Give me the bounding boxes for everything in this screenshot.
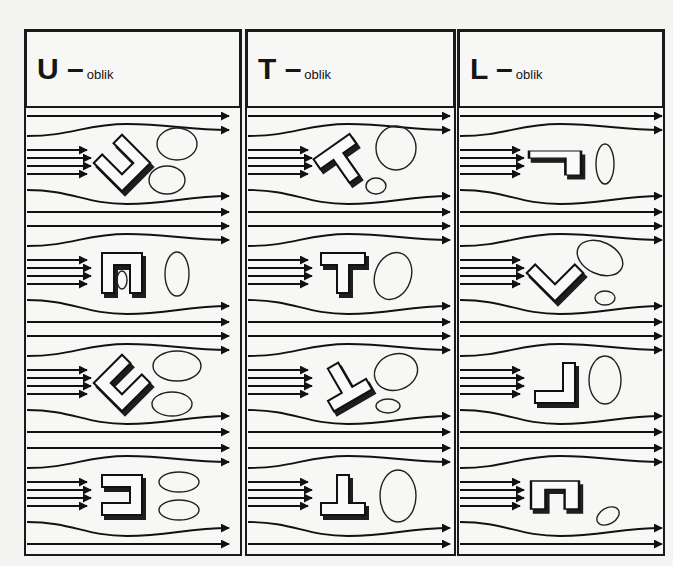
shape-label: oblik: [87, 67, 114, 82]
header-box: L –oblik: [458, 30, 664, 108]
shape-label: oblik: [304, 67, 331, 82]
header-box: U –oblik: [25, 30, 241, 108]
shape-letter: T –: [258, 54, 301, 84]
shape-label: oblik: [516, 67, 543, 82]
shape-letter: L –: [470, 54, 513, 84]
shape-letter: U –: [37, 54, 84, 84]
header-box: T –oblik: [246, 30, 455, 108]
